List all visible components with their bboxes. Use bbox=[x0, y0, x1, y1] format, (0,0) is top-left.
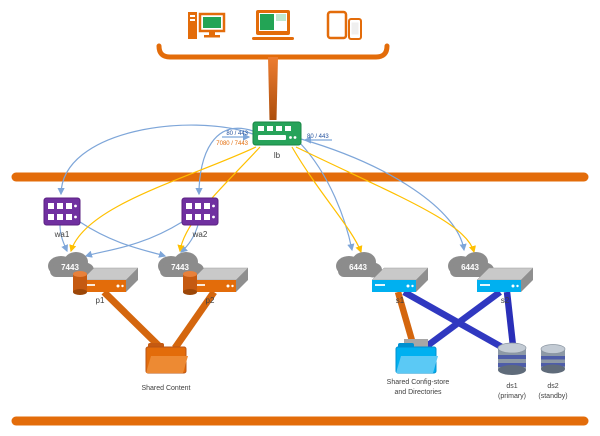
shared-content-folder-icon bbox=[145, 343, 188, 374]
shared-content-label: Shared Content bbox=[141, 385, 190, 392]
ds1-sublabel: (primary) bbox=[498, 393, 526, 400]
tablet-phone-icon bbox=[326, 10, 362, 40]
p2-port-label: 7443 bbox=[171, 263, 189, 272]
s2-port-label: 6443 bbox=[461, 263, 479, 272]
arrow-lb-wa2 bbox=[195, 127, 254, 196]
ds2-label: ds2 bbox=[547, 383, 558, 390]
connector-s1-config bbox=[394, 291, 417, 345]
port-label-http-left: 80 / 443 bbox=[226, 131, 248, 137]
config-store-label-line1: Shared Config-store bbox=[387, 379, 450, 386]
web-adaptor-1-icon bbox=[43, 197, 81, 226]
port-label-portal-left: 7080 / 7443 bbox=[216, 141, 248, 147]
desktop-icon bbox=[188, 12, 226, 39]
connector-p1-content bbox=[101, 289, 164, 351]
ds1-cylinder-icon bbox=[497, 342, 527, 375]
client-tier-brace bbox=[156, 43, 390, 60]
p1-label: p1 bbox=[96, 296, 105, 305]
connector-s2-ds1 bbox=[503, 291, 517, 347]
arrow-wa2-p1 bbox=[84, 221, 183, 258]
portal-db-cylinder bbox=[73, 271, 87, 295]
p1-port-label: 7443 bbox=[61, 263, 79, 272]
connector-s2-config bbox=[425, 289, 502, 349]
s1-label: s1 bbox=[396, 296, 405, 305]
load-balancer-icon bbox=[252, 121, 302, 146]
arrow-lb-s2-admin bbox=[295, 146, 476, 254]
ds2-sublabel: (standby) bbox=[538, 393, 567, 400]
lb-label: lb bbox=[274, 151, 281, 160]
arrow-wa1-p2 bbox=[79, 221, 167, 258]
wa1-label: wa1 bbox=[54, 230, 70, 239]
config-store-label-line2: and Directories bbox=[394, 389, 442, 396]
portal-machine-2-icon bbox=[183, 267, 249, 295]
port-label-http-right: 80 / 443 bbox=[307, 134, 329, 140]
s2-label: s2 bbox=[501, 296, 510, 305]
lb-stem bbox=[268, 57, 278, 120]
arrow-wa1-p1 bbox=[59, 224, 68, 253]
portal-db-cylinder bbox=[183, 271, 197, 295]
gis-server-1-icon bbox=[371, 267, 429, 292]
connector-p2-content bbox=[172, 289, 217, 351]
arrow-lb-s2 bbox=[300, 138, 467, 252]
web-adaptor-2-icon bbox=[181, 197, 219, 226]
arrow-lb-s1-admin bbox=[291, 146, 363, 254]
traffic-arrows bbox=[57, 124, 476, 258]
arrow-lb-p1-portal bbox=[69, 146, 257, 253]
arrow-lb-s1 bbox=[299, 142, 355, 252]
s1-port-label: 6443 bbox=[349, 263, 367, 272]
wa2-label: wa2 bbox=[192, 230, 208, 239]
p2-label: p2 bbox=[206, 296, 215, 305]
ds2-cylinder-icon bbox=[540, 344, 566, 374]
storage-connectors bbox=[101, 289, 517, 353]
ds1-label: ds1 bbox=[506, 383, 517, 390]
client-devices bbox=[188, 10, 362, 40]
portal-machine-1-icon bbox=[73, 267, 139, 295]
gis-server-2-icon bbox=[476, 267, 534, 292]
arrow-lb-wa1 bbox=[57, 124, 254, 196]
config-store-folder-icon bbox=[395, 339, 438, 374]
laptop-icon bbox=[252, 10, 294, 40]
